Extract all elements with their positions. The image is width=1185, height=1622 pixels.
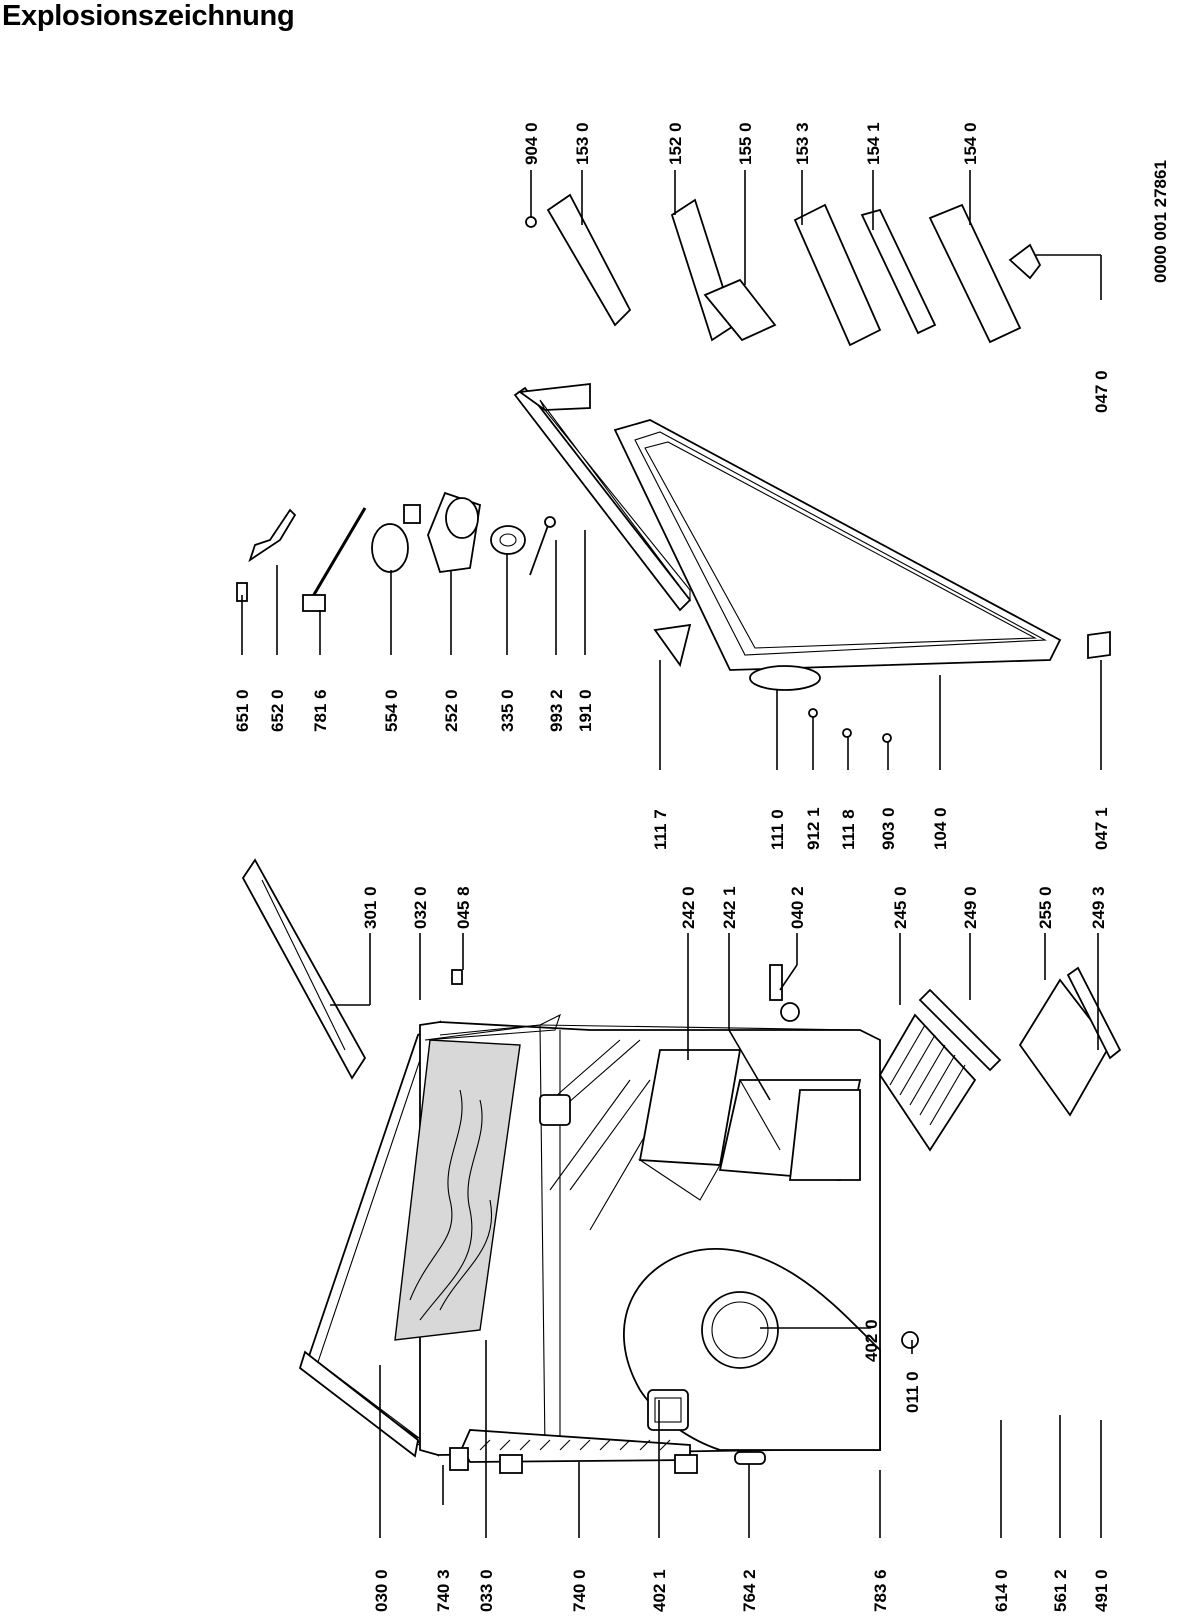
part-label: 047 0 <box>1092 370 1111 413</box>
part-label: 651 0 <box>233 689 252 732</box>
glass-shelf <box>1018 966 1122 1117</box>
part-label: 242 0 <box>679 886 698 929</box>
part-label: 255 0 <box>1036 886 1055 929</box>
part-label: 011 0 <box>903 1371 922 1413</box>
part-label: 154 1 <box>864 122 883 165</box>
part-label: 249 0 <box>961 886 980 929</box>
part-label: 111 8 <box>839 809 858 850</box>
part-label: 781 6 <box>311 689 330 732</box>
part-label: 030 0 <box>372 1569 391 1612</box>
part-label: 191 0 <box>576 689 595 732</box>
part-label: 155 0 <box>736 122 755 165</box>
part-label: 652 0 <box>268 689 287 732</box>
part-label: 153 0 <box>573 122 592 165</box>
cabinet-drawing <box>298 964 919 1474</box>
part-label: 993 2 <box>547 689 566 732</box>
part-label: 764 2 <box>740 1569 759 1612</box>
part-label: 252 0 <box>442 689 461 732</box>
part-label: 614 0 <box>992 1569 1011 1612</box>
part-label: 561 2 <box>1051 1569 1070 1612</box>
control-parts <box>236 243 1111 743</box>
part-label: 111 0 <box>768 809 787 850</box>
part-label: 554 0 <box>382 689 401 732</box>
door-bins <box>525 193 1022 347</box>
door-drawing <box>513 382 1062 691</box>
part-label: 033 0 <box>477 1569 496 1612</box>
part-label: 032 0 <box>411 886 430 929</box>
document-number: 0000 001 27861 <box>1151 160 1170 283</box>
part-label: 740 3 <box>434 1569 453 1612</box>
part-label: 047 1 <box>1092 807 1111 850</box>
part-labels: 030 0 740 3 033 0 740 0 402 1 764 2 783 … <box>233 122 1170 1612</box>
part-label: 740 0 <box>570 1569 589 1612</box>
part-label: 491 0 <box>1092 1569 1111 1612</box>
part-label: 104 0 <box>931 807 950 850</box>
leader-lines <box>241 170 1102 1538</box>
part-label: 301 0 <box>361 886 380 929</box>
part-label: 111 7 <box>651 809 670 850</box>
shelf-rails <box>539 1039 661 1231</box>
part-label: 045 8 <box>454 886 473 929</box>
part-label: 152 0 <box>666 122 685 165</box>
cover-strip <box>241 858 367 1080</box>
part-label: 402 1 <box>650 1569 669 1612</box>
part-label: 912 1 <box>804 807 823 850</box>
part-label: 783 6 <box>871 1569 890 1612</box>
part-label: 402 0 <box>862 1319 881 1362</box>
part-label: 249 3 <box>1089 886 1108 929</box>
part-label: 335 0 <box>498 689 517 732</box>
condenser-fins <box>479 1439 671 1451</box>
part-label: 903 0 <box>879 807 898 850</box>
part-label: 040 2 <box>788 886 807 929</box>
part-label: 154 0 <box>961 122 980 165</box>
wire-shelf <box>878 988 1002 1152</box>
part-label: 245 0 <box>891 886 910 929</box>
page-title: Explosionszeichnung <box>2 0 295 32</box>
part-label: 153 3 <box>793 122 812 165</box>
part-label: 242 1 <box>720 886 739 929</box>
part-label: 904 0 <box>522 122 541 165</box>
